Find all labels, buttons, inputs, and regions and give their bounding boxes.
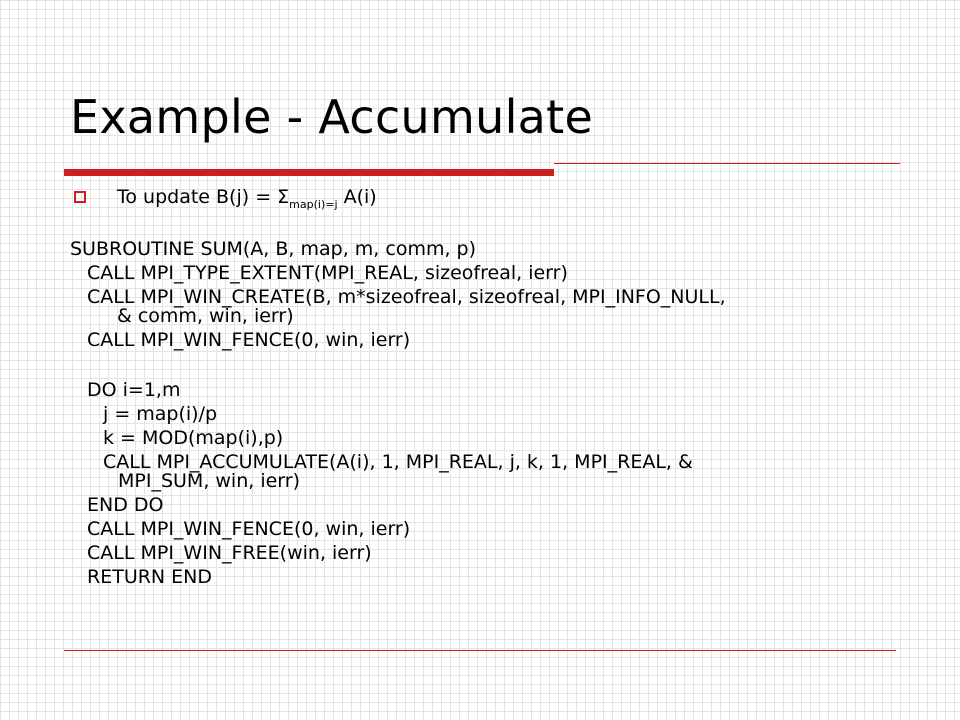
footer-divider	[64, 650, 896, 651]
code-line-accumulate-continuation: MPI_SUM, win, ierr)	[118, 470, 301, 492]
code-line-return-end: RETURN END	[87, 566, 213, 588]
code-listing: SUBROUTINE SUM(A, B, map, m, comm, p) CA…	[70, 237, 726, 589]
code-line-win-create-continuation: & comm, win, ierr)	[117, 305, 294, 327]
code-line-do-loop: DO i=1,m	[87, 379, 181, 401]
code-line-win-fence-1: CALL MPI_WIN_FENCE(0, win, ierr)	[87, 329, 411, 351]
code-line-win-free: CALL MPI_WIN_FREE(win, ierr)	[87, 542, 372, 564]
code-line-win-fence-2: CALL MPI_WIN_FENCE(0, win, ierr)	[87, 518, 411, 540]
code-line-j-assign: j = map(i)/p	[103, 403, 218, 425]
code-line-end-do: END DO	[87, 494, 164, 516]
code-line-accumulate: CALL MPI_ACCUMULATE(A(i), 1, MPI_REAL, j…	[103, 451, 693, 473]
code-blank-line	[70, 352, 726, 378]
square-bullet-icon	[74, 191, 86, 203]
code-line-subroutine: SUBROUTINE SUM(A, B, map, m, comm, p)	[70, 238, 477, 260]
code-line-type-extent: CALL MPI_TYPE_EXTENT(MPI_REAL, sizeofrea…	[87, 262, 568, 284]
title-underline-thick	[64, 169, 554, 176]
code-line-win-create: CALL MPI_WIN_CREATE(B, m*sizeofreal, siz…	[87, 286, 726, 308]
slide-title: Example - Accumulate	[70, 90, 594, 144]
bullet-item: To update B(j) = Σmap(i)=j A(i)	[74, 186, 377, 211]
bullet-text-subscript: map(i)=j	[289, 197, 338, 211]
bullet-text: To update B(j) = Σmap(i)=j A(i)	[117, 186, 377, 211]
code-line-k-assign: k = MOD(map(i),p)	[103, 427, 284, 449]
bullet-text-suffix: A(i)	[337, 186, 377, 208]
title-underline-thin	[554, 163, 900, 164]
bullet-text-prefix: To update B(j) = Σ	[117, 186, 290, 208]
